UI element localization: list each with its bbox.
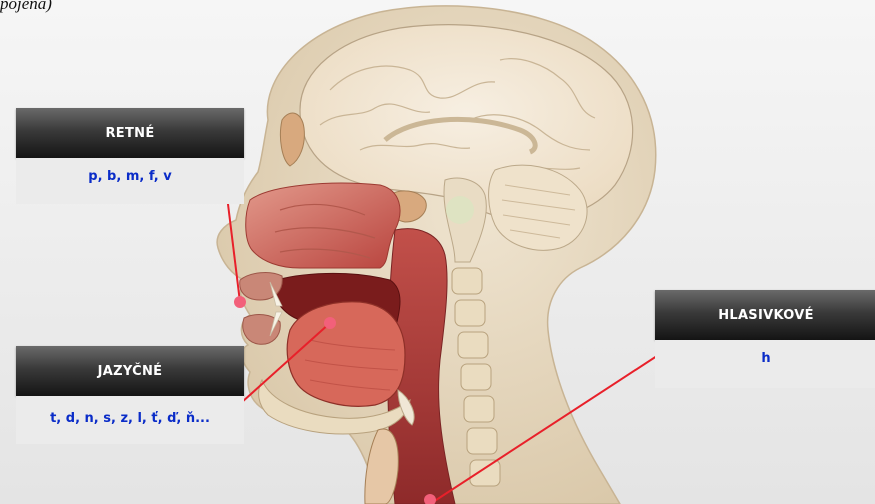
label-box-hlasivkove: HLASIVKOVÉ h: [655, 290, 875, 388]
nasal-cavity: [246, 183, 400, 268]
tongue: [287, 302, 405, 407]
label-title-jazycne: JAZYČNÉ: [16, 346, 244, 396]
label-title-retne: RETNÉ: [16, 108, 244, 158]
label-sounds-hlasivkove: h: [655, 340, 875, 388]
retne-pointer-dot: [234, 296, 246, 308]
label-title-hlasivkove: HLASIVKOVÉ: [655, 290, 875, 340]
label-sounds-jazycne: t, d, n, s, z, l, ť, ď, ň...: [16, 396, 244, 444]
jazycne-pointer-dot: [324, 317, 336, 329]
label-sounds-retne: p, b, m, f, v: [16, 158, 244, 204]
label-box-retne: RETNÉ p, b, m, f, v: [16, 108, 244, 204]
label-box-jazycne: JAZYČNÉ t, d, n, s, z, l, ť, ď, ň...: [16, 346, 244, 444]
